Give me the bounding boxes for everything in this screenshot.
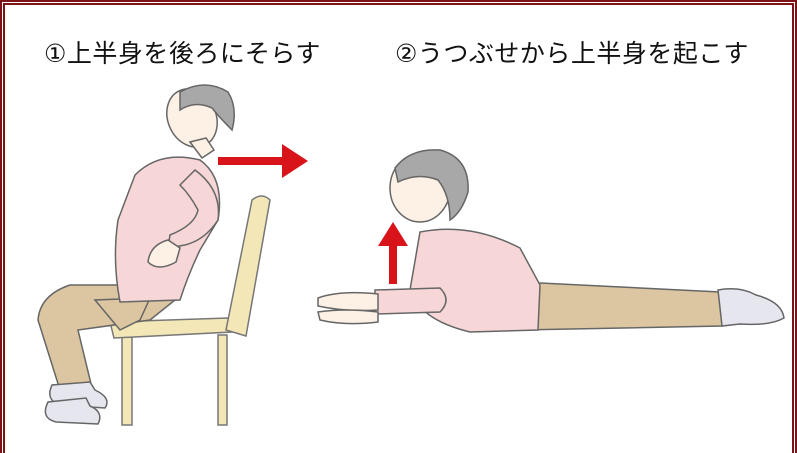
lying-person [317,149,785,333]
up-arrow-icon [378,222,408,284]
caption-step-2: ②うつぶせから上半身を起こす [395,39,749,68]
caption-step-1: ①上半身を後ろにそらす [44,39,321,68]
right-arrow-icon [218,144,308,178]
chair [109,195,271,426]
seated-person [37,84,235,425]
